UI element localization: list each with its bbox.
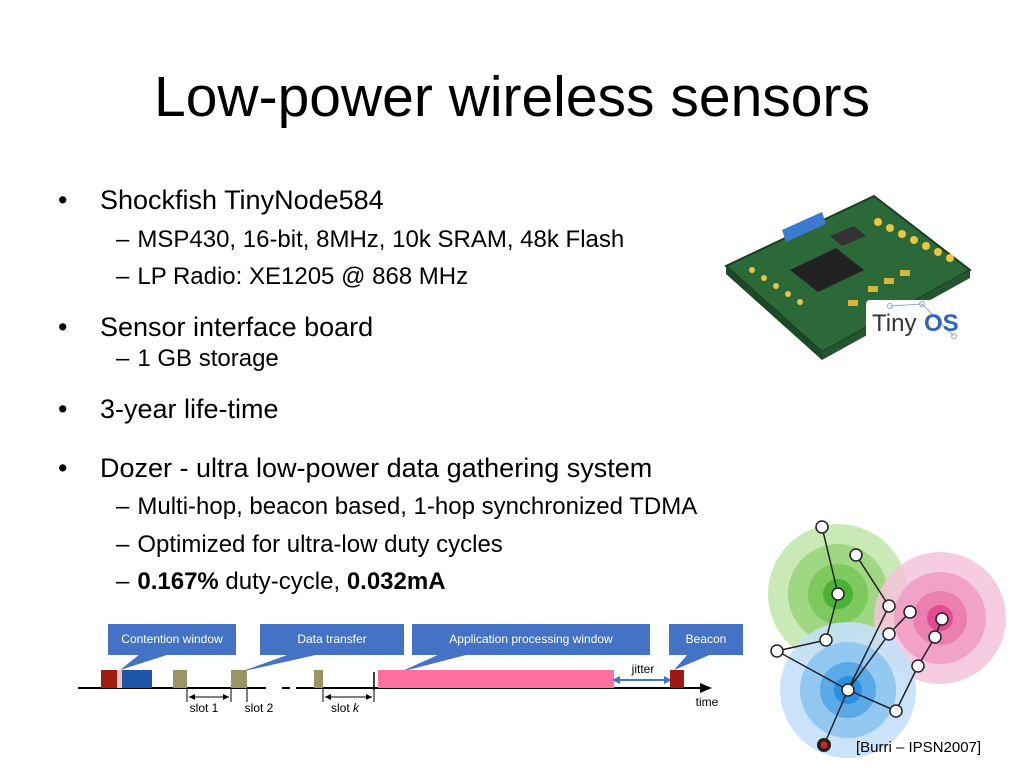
contention-blue-block xyxy=(122,670,152,688)
network-nodes xyxy=(770,520,949,718)
slot1-arrow-right xyxy=(223,694,229,700)
slot1-arrow-left xyxy=(189,694,195,700)
duty-current: 0.032mA xyxy=(346,568,446,595)
slot-2-label: slot 2 xyxy=(245,701,274,715)
callout-pointer-beacon xyxy=(674,654,712,670)
callout-beacon: Beacon xyxy=(669,624,743,655)
sub-bullet-msp430-text: MSP430, 16-bit, 8MHz, 10k SRAM, 48k Flas… xyxy=(137,226,625,253)
jitter-arrowhead-right xyxy=(664,676,672,684)
tinyos-logo-tiny: Tiny xyxy=(872,310,916,337)
callout-pointer-data xyxy=(240,654,320,672)
time-axis-arrow xyxy=(700,683,712,693)
callout-pointer-app xyxy=(400,654,470,672)
callout-contention-window: Contention window xyxy=(108,624,236,655)
callout-pointer-contention xyxy=(120,654,170,670)
bullet-glyph: • xyxy=(58,185,68,215)
slot-brackets xyxy=(186,689,375,702)
contention-red-block xyxy=(101,670,117,688)
tinyos-logo-graphic: Tiny OS xyxy=(872,301,959,339)
sub-bullet-radio-text: LP Radio: XE1205 @ 868 MHz xyxy=(137,263,469,290)
tinyos-logo: Tiny OS xyxy=(866,300,980,342)
citation: [Burri – IPSN2007] xyxy=(856,739,982,756)
sub-bullet-tdma: –Multi-hop, beacon based, 1-hop synchron… xyxy=(116,492,697,522)
slot-1-label: slot 1 xyxy=(190,701,219,715)
sub-bullet-duty-opt: –Optimized for ultra-low duty cycles xyxy=(116,530,503,560)
slide-title: Low-power wireless sensors xyxy=(154,65,870,129)
callout-data-transfer: Data transfer xyxy=(260,624,404,655)
dash-glyph: – xyxy=(116,493,130,520)
duty-label: duty-cycle, xyxy=(218,568,347,595)
bullet-sensor-board-text: Sensor interface board xyxy=(100,312,374,342)
time-label: time xyxy=(696,695,719,709)
slot-k-var: k xyxy=(353,701,360,715)
sub-bullet-storage-text: 1 GB storage xyxy=(137,345,279,372)
slot-k-prefix: slot xyxy=(331,701,353,715)
dash-glyph: – xyxy=(116,263,130,290)
duty-value: 0.167% xyxy=(137,568,219,595)
sub-bullet-storage: –1 GB storage xyxy=(116,344,279,374)
dash-glyph: – xyxy=(116,568,130,595)
jitter-label: jitter xyxy=(631,662,655,676)
bullet-lifetime: • 3-year life-time xyxy=(58,393,279,425)
beacon-block xyxy=(670,670,684,688)
bullet-lifetime-text: 3-year life-time xyxy=(100,394,279,424)
bullet-tinynode: • Shockfish TinyNode584 xyxy=(58,184,384,216)
bullet-dozer: • Dozer - ultra low-power data gathering… xyxy=(58,452,653,484)
slot-k-label: slot k xyxy=(331,701,360,715)
dash-glyph: – xyxy=(116,345,130,372)
slot-2-block xyxy=(231,670,247,688)
sink-node-core xyxy=(820,741,828,749)
callout-app-processing: Application processing window xyxy=(412,624,650,655)
slotk-arrow-right xyxy=(366,694,372,700)
dash-glyph: – xyxy=(116,226,130,253)
sub-bullet-msp430: –MSP430, 16-bit, 8MHz, 10k SRAM, 48k Fla… xyxy=(116,225,624,255)
bullet-glyph: • xyxy=(58,453,68,483)
sub-bullet-duty-cycle: –0.167% duty-cycle, 0.032mA xyxy=(116,567,446,597)
bullet-tinynode-text: Shockfish TinyNode584 xyxy=(100,185,384,215)
tinyos-logo-os: OS xyxy=(924,310,959,337)
app-processing-block xyxy=(378,670,614,688)
slot-k-block xyxy=(314,670,323,688)
bullet-glyph: • xyxy=(58,394,68,424)
bullet-sensor-board: • Sensor interface board xyxy=(58,311,374,343)
dash-glyph: – xyxy=(116,531,130,558)
bullet-dozer-text: Dozer - ultra low-power data gathering s… xyxy=(100,453,653,483)
jitter-arrowhead-left xyxy=(612,676,620,684)
slot-1-block xyxy=(173,670,187,688)
sub-bullet-duty-opt-text: Optimized for ultra-low duty cycles xyxy=(137,531,503,558)
contention-gap-block xyxy=(117,670,122,688)
bullet-glyph: • xyxy=(58,312,68,342)
slotk-arrow-left xyxy=(325,694,331,700)
sub-bullet-tdma-text: Multi-hop, beacon based, 1-hop synchroni… xyxy=(137,493,698,520)
sub-bullet-radio: –LP Radio: XE1205 @ 868 MHz xyxy=(116,262,468,292)
